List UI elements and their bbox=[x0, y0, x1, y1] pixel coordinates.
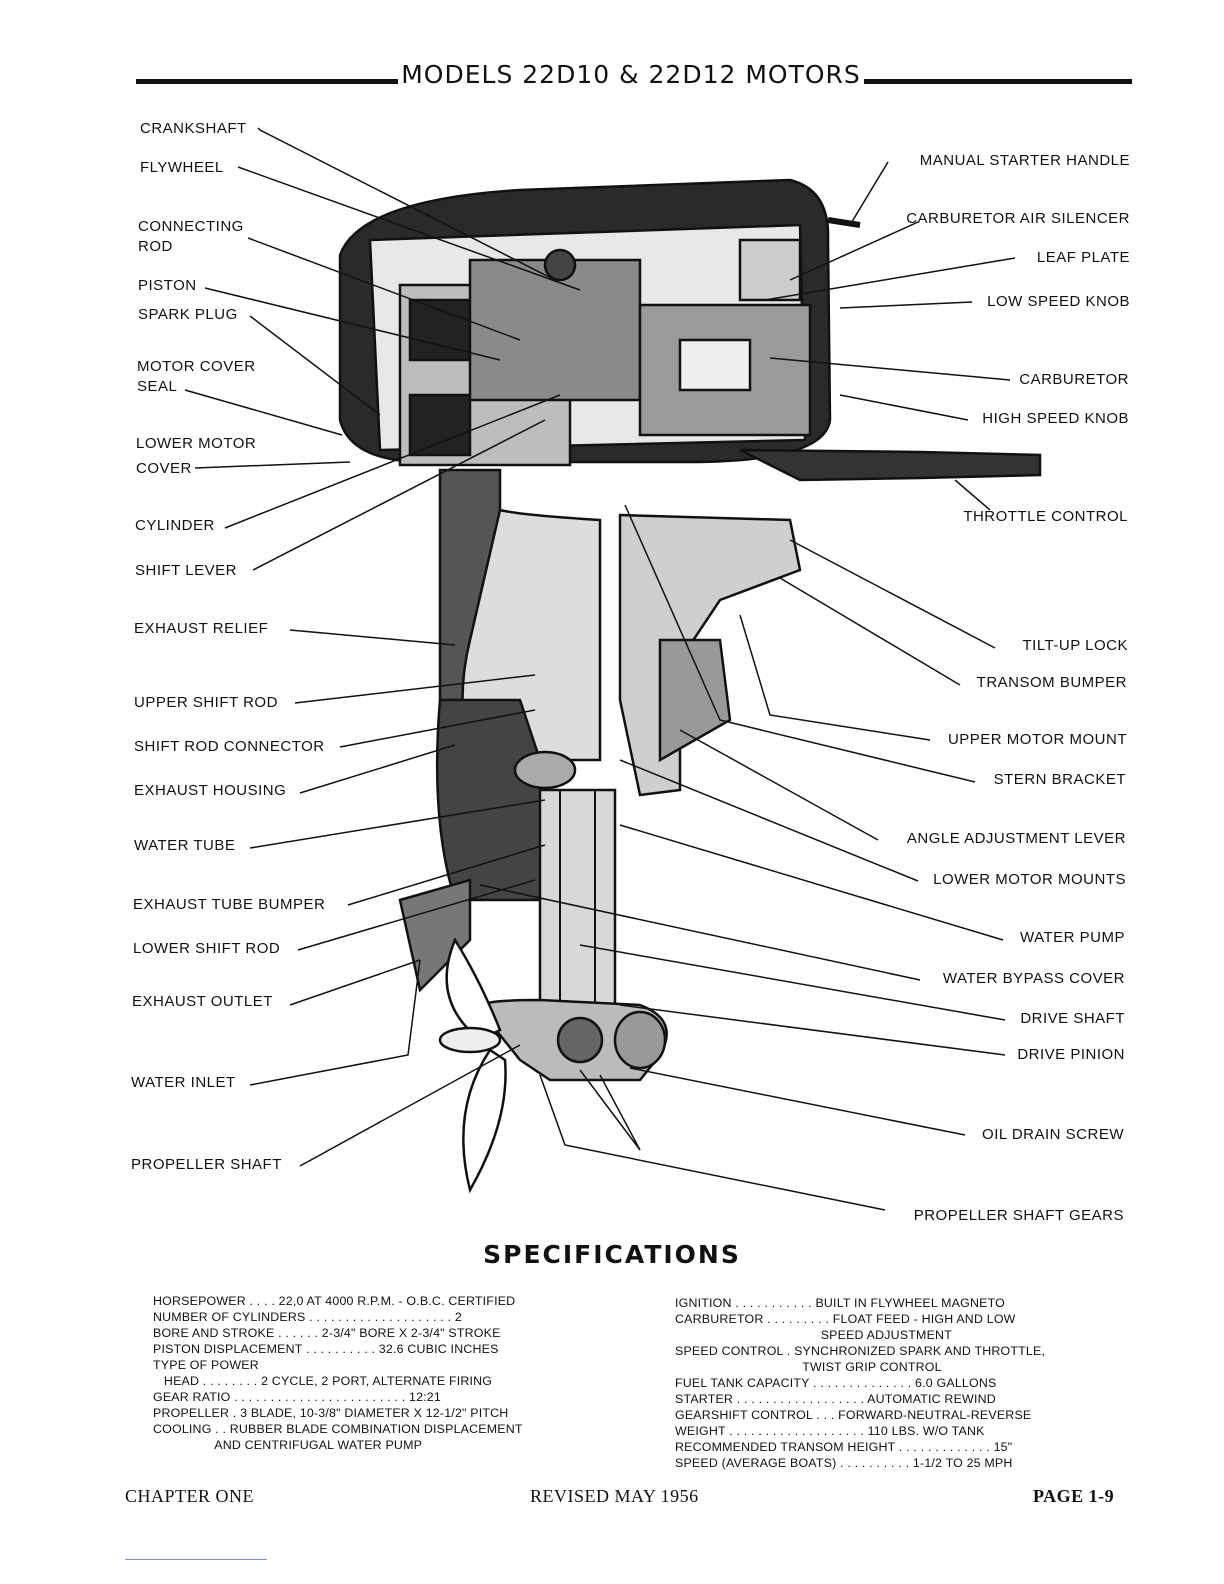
page-title: MODELS 22D10 & 22D12 MOTORS bbox=[401, 60, 861, 89]
label-flywheel: FLYWHEEL bbox=[140, 159, 224, 176]
spec-row: GEAR RATIO . . . . . . . . . . . . . . .… bbox=[153, 1390, 441, 1404]
label-upper-motor-mount: UPPER MOTOR MOUNT bbox=[947, 731, 1127, 748]
specifications-left-column: HORSEPOWER . . . . 22,0 AT 4000 R.P.M. -… bbox=[153, 1293, 523, 1453]
spec-row: FUEL TANK CAPACITY . . . . . . . . . . .… bbox=[675, 1376, 997, 1390]
footer-page-number: PAGE 1-9 bbox=[1033, 1486, 1115, 1506]
scan-artifact-line bbox=[125, 1559, 267, 1560]
label-stern-bracket: STERN BRACKET bbox=[993, 771, 1126, 788]
spec-row: WEIGHT . . . . . . . . . . . . . . . . .… bbox=[675, 1424, 985, 1438]
spec-row: TWIST GRIP CONTROL bbox=[675, 1360, 942, 1374]
label-propeller-shaft: PROPELLER SHAFT bbox=[131, 1156, 282, 1173]
label-cover: COVER bbox=[136, 460, 192, 477]
label-water-inlet: WATER INLET bbox=[131, 1074, 236, 1091]
spec-row: RECOMMENDED TRANSOM HEIGHT . . . . . . .… bbox=[675, 1440, 1013, 1454]
label-connecting: CONNECTING bbox=[138, 218, 244, 235]
label-high-speed-knob: HIGH SPEED KNOB bbox=[982, 410, 1129, 427]
label-shift-lever: SHIFT LEVER bbox=[135, 562, 237, 579]
spec-row: IGNITION . . . . . . . . . . . BUILT IN … bbox=[675, 1296, 1005, 1310]
footer-chapter: CHAPTER ONE bbox=[125, 1486, 255, 1506]
label-carburetor: CARBURETOR bbox=[1019, 371, 1129, 388]
label-seal: SEAL bbox=[137, 378, 178, 395]
label-exhaust-outlet: EXHAUST OUTLET bbox=[132, 993, 273, 1010]
label-low-speed-knob: LOW SPEED KNOB bbox=[987, 293, 1130, 310]
label-oil-drain-screw: OIL DRAIN SCREW bbox=[982, 1126, 1124, 1143]
specifications-right-column: IGNITION . . . . . . . . . . . BUILT IN … bbox=[675, 1295, 1045, 1471]
label-crankshaft: CRANKSHAFT bbox=[140, 120, 247, 137]
label-tilt-up-lock: TILT-UP LOCK bbox=[1022, 637, 1128, 654]
spec-row: BORE AND STROKE . . . . . . 2-3/4" BORE … bbox=[153, 1326, 501, 1340]
label-lower-shift-rod: LOWER SHIFT ROD bbox=[133, 940, 281, 957]
label-exhaust-relief: EXHAUST RELIEF bbox=[134, 620, 269, 637]
page-header: MODELS 22D10 & 22D12 MOTORS bbox=[136, 60, 1132, 94]
label-motor-cover: MOTOR COVER bbox=[137, 358, 256, 375]
spec-row: COOLING . . RUBBER BLADE COMBINATION DIS… bbox=[153, 1422, 523, 1436]
label-propeller-shaft-gears: PROPELLER SHAFT GEARS bbox=[913, 1207, 1124, 1224]
label-exhaust-tube-bumper: EXHAUST TUBE BUMPER bbox=[133, 896, 326, 913]
spec-row: GEARSHIFT CONTROL . . . FORWARD-NEUTRAL-… bbox=[675, 1408, 1032, 1422]
label-drive-shaft: DRIVE SHAFT bbox=[1020, 1010, 1125, 1027]
footer-revised-date: REVISED MAY 1956 bbox=[530, 1486, 699, 1506]
header-rule-left bbox=[136, 79, 398, 84]
spec-row: HEAD . . . . . . . . 2 CYCLE, 2 PORT, AL… bbox=[153, 1374, 493, 1388]
specifications-title: SPECIFICATIONS bbox=[483, 1240, 741, 1269]
label-manual-starter-handle: MANUAL STARTER HANDLE bbox=[919, 152, 1130, 169]
label-exhaust-housing: EXHAUST HOUSING bbox=[134, 782, 287, 799]
spec-row: SPEED CONTROL . SYNCHRONIZED SPARK AND T… bbox=[675, 1344, 1046, 1358]
spec-row: PROPELLER . 3 BLADE, 10-3/8" DIAMETER X … bbox=[153, 1406, 509, 1420]
spec-row: NUMBER OF CYLINDERS . . . . . . . . . . … bbox=[153, 1310, 462, 1324]
spec-row: CARBURETOR . . . . . . . . . FLOAT FEED … bbox=[675, 1312, 1016, 1326]
label-lower-motor: LOWER MOTOR bbox=[136, 435, 257, 452]
spec-row: TYPE OF POWER bbox=[153, 1358, 259, 1372]
label-water-bypass-cover: WATER BYPASS COVER bbox=[942, 970, 1125, 987]
label-water-tube: WATER TUBE bbox=[134, 837, 236, 854]
label-drive-pinion: DRIVE PINION bbox=[1017, 1046, 1125, 1063]
label-spark-plug: SPARK PLUG bbox=[138, 306, 238, 323]
label-transom-bumper: TRANSOM BUMPER bbox=[976, 674, 1127, 691]
label-lower-motor-mounts: LOWER MOTOR MOUNTS bbox=[933, 871, 1126, 888]
motor-cutaway-diagram bbox=[184, 127, 1042, 1211]
spec-row: AND CENTRIFUGAL WATER PUMP bbox=[153, 1438, 423, 1452]
label-rod: ROD bbox=[138, 238, 173, 255]
label-throttle-control: THROTTLE CONTROL bbox=[963, 508, 1128, 525]
label-angle-adjustment-lever: ANGLE ADJUSTMENT LEVER bbox=[906, 830, 1126, 847]
label-cylinder: CYLINDER bbox=[135, 517, 215, 534]
label-carburetor-air-silencer: CARBURETOR AIR SILENCER bbox=[906, 210, 1130, 227]
spec-row: STARTER . . . . . . . . . . . . . . . . … bbox=[675, 1392, 996, 1406]
label-piston: PISTON bbox=[138, 277, 197, 294]
spec-row: SPEED (AVERAGE BOATS) . . . . . . . . . … bbox=[675, 1456, 1013, 1470]
label-water-pump: WATER PUMP bbox=[1020, 929, 1125, 946]
label-upper-shift-rod: UPPER SHIFT ROD bbox=[134, 694, 278, 711]
label-shift-rod-connector: SHIFT ROD CONNECTOR bbox=[134, 738, 325, 755]
label-leaf-plate: LEAF PLATE bbox=[1036, 249, 1130, 266]
spec-row: SPEED ADJUSTMENT bbox=[675, 1328, 952, 1342]
spec-row: PISTON DISPLACEMENT . . . . . . . . . . … bbox=[153, 1342, 499, 1356]
header-rule-right bbox=[864, 79, 1132, 84]
spec-row: HORSEPOWER . . . . 22,0 AT 4000 R.P.M. -… bbox=[153, 1294, 516, 1308]
